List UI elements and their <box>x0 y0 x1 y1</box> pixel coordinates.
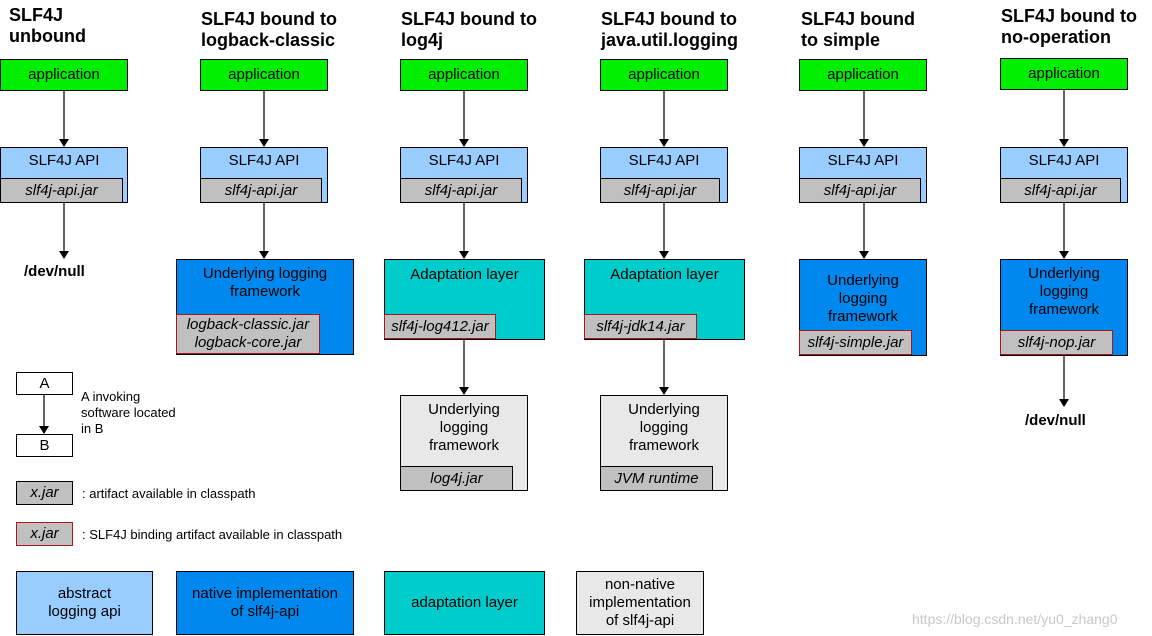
title-unbound: SLF4J unbound <box>9 5 86 46</box>
application-box-unbound: application <box>0 59 128 91</box>
legend-invoking-text: A invoking software located in B <box>81 389 176 436</box>
title-jul: SLF4J bound to java.util.logging <box>601 9 739 50</box>
title-simple: SLF4J bound to simple <box>801 9 915 50</box>
application-box-log4j: application <box>400 59 528 91</box>
adaptation-label: Adaptation layer <box>410 266 519 283</box>
application-box-jul: application <box>600 59 728 91</box>
legend-box-b: B <box>16 434 73 457</box>
api-jar-jul: slf4j-api.jar <box>600 178 720 203</box>
devnull-unbound: /dev/null <box>24 263 85 280</box>
application-box-nop: application <box>1000 58 1128 90</box>
adaptation-label: Adaptation layer <box>610 266 719 283</box>
framework-label: Underlying logging framework <box>428 401 500 454</box>
api-jar-log4j: slf4j-api.jar <box>400 178 522 203</box>
api-jar-logback: slf4j-api.jar <box>200 178 322 203</box>
title-nop: SLF4J bound to no-operation <box>1001 6 1137 47</box>
legend-adaptation: adaptation layer <box>384 571 545 635</box>
binding-jar-nop: slf4j-nop.jar <box>1000 330 1113 355</box>
legend-native-impl: native implementation of slf4j-api <box>176 571 354 635</box>
legend-binding-text: : SLF4J binding artifact available in cl… <box>82 527 343 542</box>
api-label: SLF4J API <box>28 152 100 169</box>
api-jar-nop: slf4j-api.jar <box>1000 178 1121 203</box>
api-label: SLF4J API <box>827 152 899 169</box>
api-label: SLF4J API <box>1028 152 1100 169</box>
framework-jar-jul: JVM runtime <box>600 466 713 491</box>
legend-binding-sample: x.jar <box>16 522 73 546</box>
api-jar-unbound: slf4j-api.jar <box>0 178 123 203</box>
framework-jar-log4j: log4j.jar <box>400 466 513 491</box>
legend-non-native: non-native implementation of slf4j-api <box>576 571 704 635</box>
binding-jar-simple: slf4j-simple.jar <box>799 330 912 355</box>
binding-jar-logback: logback-classic.jar logback-core.jar <box>176 314 320 354</box>
legend-jar-sample: x.jar <box>16 481 73 505</box>
binding-jar-log4j: slf4j-log412.jar <box>384 314 496 339</box>
legend-artifact-text: : artifact available in classpath <box>82 486 256 501</box>
framework-label: Underlying logging framework <box>1028 265 1100 318</box>
framework-label: Underlying logging framework <box>202 265 328 300</box>
binding-jar-jul: slf4j-jdk14.jar <box>584 314 697 339</box>
legend-abstract-api: abstract logging api <box>16 571 153 635</box>
title-logback: SLF4J bound to logback-classic <box>201 9 337 50</box>
framework-label: Underlying logging framework <box>827 272 899 325</box>
application-box-simple: application <box>799 59 927 91</box>
api-label: SLF4J API <box>628 152 700 169</box>
legend-box-a: A <box>16 372 73 395</box>
framework-label: Underlying logging framework <box>628 401 700 454</box>
watermark: https://blog.csdn.net/yu0_zhang0 <box>912 611 1118 627</box>
title-log4j: SLF4J bound to log4j <box>401 9 537 50</box>
application-box-logback: application <box>200 59 328 91</box>
devnull-nop: /dev/null <box>1025 412 1086 429</box>
api-label: SLF4J API <box>428 152 500 169</box>
api-jar-simple: slf4j-api.jar <box>799 178 921 203</box>
api-label: SLF4J API <box>228 152 300 169</box>
